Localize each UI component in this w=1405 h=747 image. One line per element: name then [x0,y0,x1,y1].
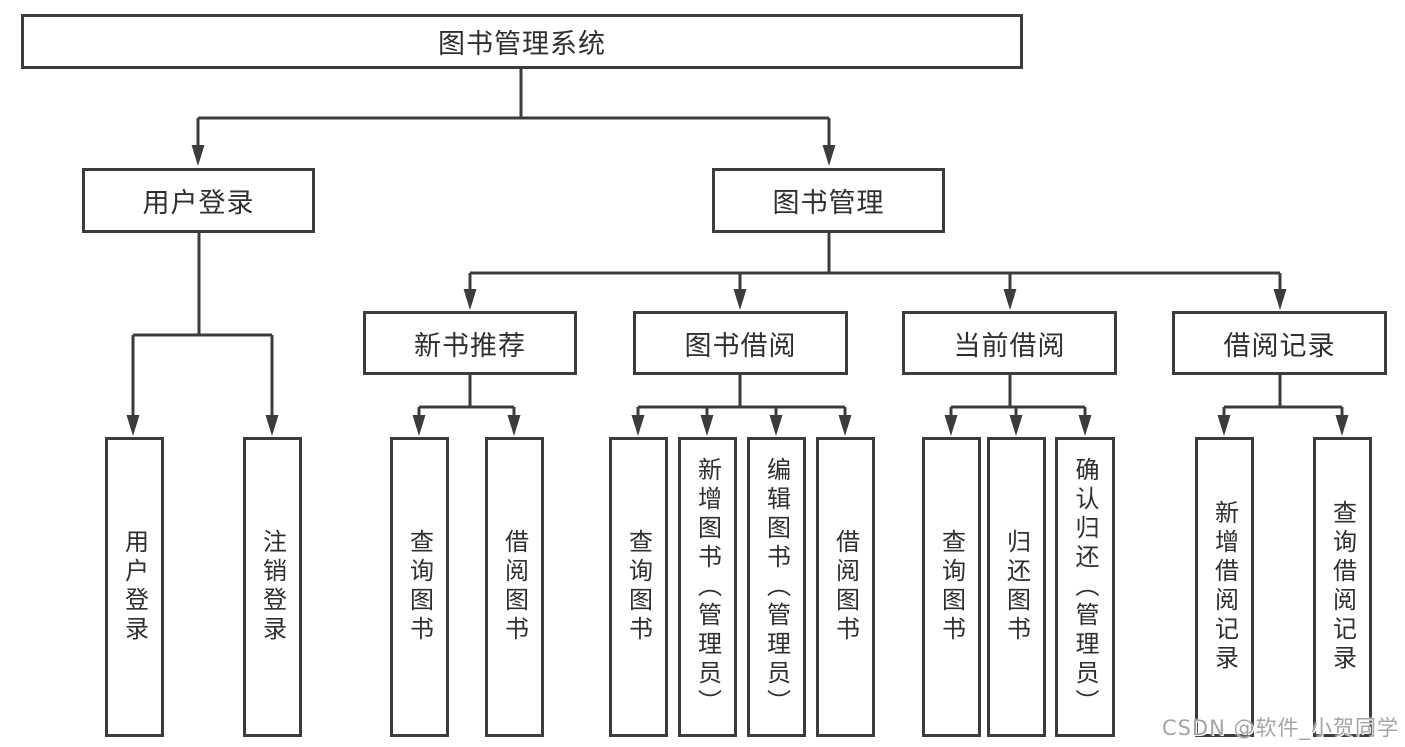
leaf-query-borrow-record: 查询借阅记录 [1313,437,1372,737]
node-current-borrow: 当前借阅 [902,311,1117,375]
leaf-confirm-return-admin: 确认归还（管理员） [1055,437,1115,737]
csdn-watermark: CSDN @软件_小贺同学 [1161,716,1399,740]
leaf-borrow-books-recommend: 借阅图书 [485,437,544,737]
connector-user-login-fork [131,233,274,422]
node-user-login: 用户登录 [82,168,315,233]
leaf-add-books-admin: 新增图书（管理员） [678,437,737,737]
node-new-book-recommend: 新书推荐 [363,311,577,375]
connector-book-borrow-fork [636,375,847,422]
node-book-management: 图书管理 [712,168,945,233]
connector-book-mgmt-fork [468,233,1282,296]
leaf-return-books: 归还图书 [987,437,1046,737]
leaf-query-books-current: 查询图书 [922,437,981,737]
node-borrow-records: 借阅记录 [1172,311,1387,375]
connector-new-book-fork [417,375,516,422]
leaf-logout: 注销登录 [243,437,302,737]
connector-borrow-records-fork [1222,375,1344,422]
leaf-query-books-borrow: 查询图书 [609,437,668,737]
connector-root-fork [196,69,831,152]
leaf-user-login: 用户登录 [105,437,164,737]
connector-current-borrow-fork [949,375,1087,422]
leaf-add-borrow-record: 新增借阅记录 [1195,437,1254,737]
node-root: 图书管理系统 [21,14,1023,69]
node-book-borrow: 图书借阅 [633,311,848,375]
leaf-edit-books-admin: 编辑图书（管理员） [747,437,806,737]
leaf-query-books-recommend: 查询图书 [390,437,449,737]
leaf-borrow-books: 借阅图书 [816,437,875,737]
